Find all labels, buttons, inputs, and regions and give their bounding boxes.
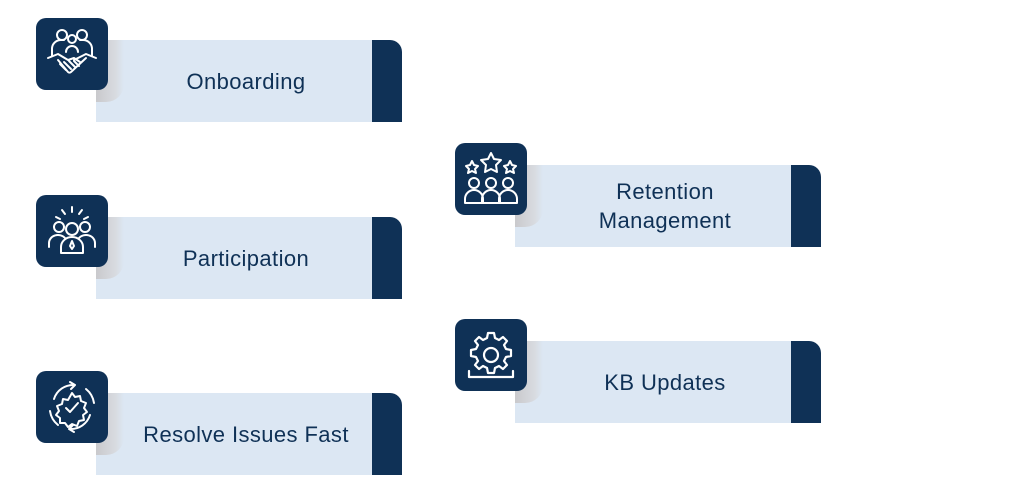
card-endcap xyxy=(372,393,402,475)
card-endcap xyxy=(791,341,821,423)
card-endcap xyxy=(791,165,821,247)
card-resolve-issues-fast: Resolve Issues Fast xyxy=(96,393,402,475)
card-label: KB Updates xyxy=(604,369,726,395)
card-label: Participation xyxy=(182,245,310,271)
card-onboarding: Onboarding xyxy=(96,40,402,122)
card-panel xyxy=(515,341,791,423)
card-label: Resolve Issues Fast xyxy=(143,421,349,447)
gear-check-cycle-icon xyxy=(36,371,108,443)
card-panel xyxy=(96,217,372,299)
card-panel xyxy=(96,393,372,475)
card-retention-management: Retention Management xyxy=(515,165,821,247)
team-group-icon xyxy=(36,195,108,267)
card-kb-updates: KB Updates xyxy=(515,341,821,423)
card-label: Onboarding xyxy=(186,68,306,94)
card-panel xyxy=(515,165,791,247)
star-rated-people-icon xyxy=(455,143,527,215)
card-label: Retention Management xyxy=(598,179,732,233)
card-participation: Participation xyxy=(96,217,402,299)
card-panel xyxy=(96,40,372,122)
card-endcap xyxy=(372,40,402,122)
handshake-people-icon xyxy=(36,18,108,90)
gear-tray-icon xyxy=(455,319,527,391)
card-endcap xyxy=(372,217,402,299)
